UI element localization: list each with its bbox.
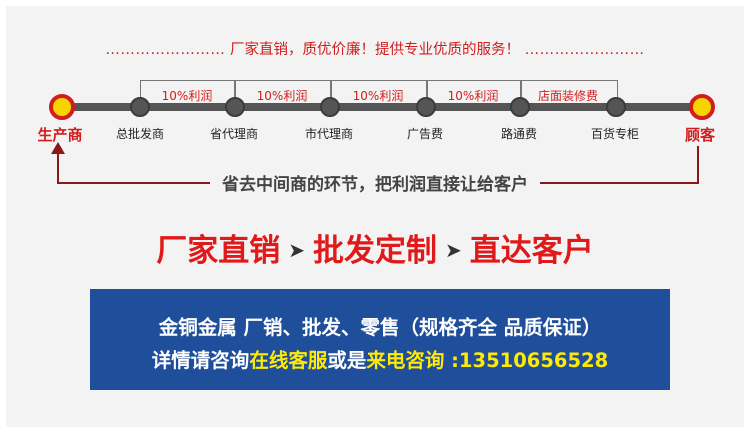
bracket-label: 10%利润 [256,89,308,103]
chain-node [225,97,245,117]
loop-arrowhead-icon [51,142,65,154]
node-label: 市代理商 [304,127,353,141]
bracket-label: 10%利润 [161,89,213,103]
bracket-4 [426,80,522,107]
bracket-label: 店面装修费 [537,89,598,103]
bracket-label: 10%利润 [352,89,404,103]
customer-marker [689,94,715,120]
flow-step-2: 批发定制 [313,233,437,269]
node-label: 总批发商 [115,127,164,141]
flow-step-1: 厂家直销 [156,233,281,269]
online-service-link[interactable]: 在线客服 [249,349,328,372]
savings-text: 省去中间商的环节，把利润直接让给客户 [210,175,540,195]
slogan-left-dots: …………………… [105,42,226,58]
sales-flow: 厂家直销 ➤ 批发定制 ➤ 直达客户 [0,225,750,270]
slogan-header: …………………… 厂家直销，质优价廉！提供专业优质的服务！ …………………… [0,38,750,59]
producer-label: 生产商 [37,126,83,144]
slogan-right-dots: …………………… [524,42,645,58]
bracket-1 [140,80,236,107]
chain-node [510,97,530,117]
chain-node [320,97,340,117]
flow-arrow-icon: ➤ [445,238,462,262]
flow-arrow-icon: ➤ [288,238,305,262]
flow-step-3: 直达客户 [469,233,594,269]
loop-left-line [57,146,59,183]
contact-panel: 金铜金属 厂销、批发、零售（规格齐全 品质保证） 详情请咨询在线客服或是来电咨询… [90,289,670,390]
node-label: 路通费 [500,127,537,141]
chain-node [130,97,150,117]
loop-right-line [697,146,699,184]
customer-label: 顾客 [684,126,715,144]
bracket-3 [330,80,428,107]
producer-marker [49,94,75,120]
contact-line: 详情请咨询在线客服或是来电咨询 :13510656528 [90,344,670,373]
bracket-label: 10%利润 [447,89,499,103]
contact-prefix: 详情请咨询 [151,349,250,372]
node-label: 百货专柜 [590,127,639,141]
node-label: 广告费 [406,127,443,141]
company-line: 金铜金属 厂销、批发、零售（规格齐全 品质保证） [158,316,602,339]
node-label: 省代理商 [209,127,258,141]
slogan-text: 厂家直销，质优价廉！提供专业优质的服务！ [230,42,520,58]
contact-mid: 或是 [327,349,367,372]
phone-number[interactable]: 来电咨询 :13510656528 [366,349,609,372]
chain-node [416,97,436,117]
bracket-2 [234,80,332,107]
chain-node [606,97,626,117]
savings-message: 省去中间商的环节，把利润直接让给客户 [0,170,750,195]
bracket-5 [520,80,618,107]
supply-chain-track [60,103,700,111]
